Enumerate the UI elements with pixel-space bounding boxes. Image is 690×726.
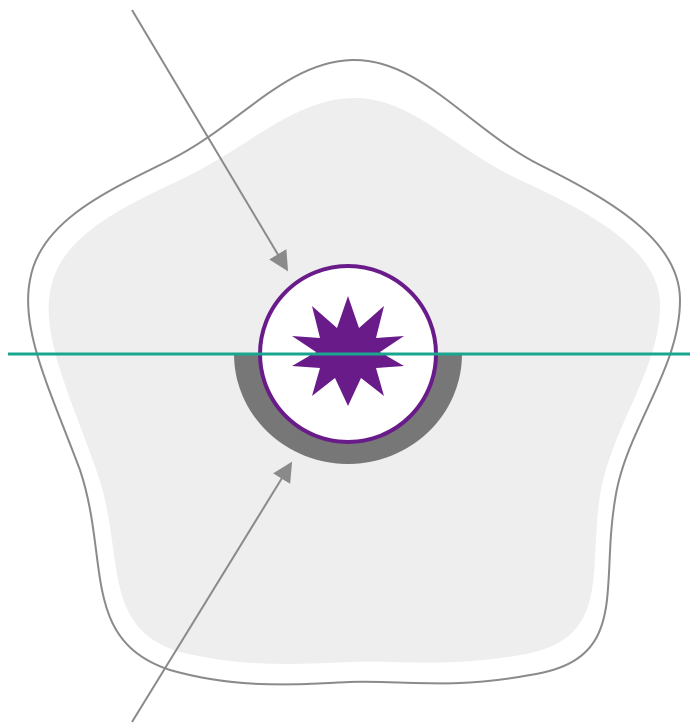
- cell-diagram: [0, 0, 690, 726]
